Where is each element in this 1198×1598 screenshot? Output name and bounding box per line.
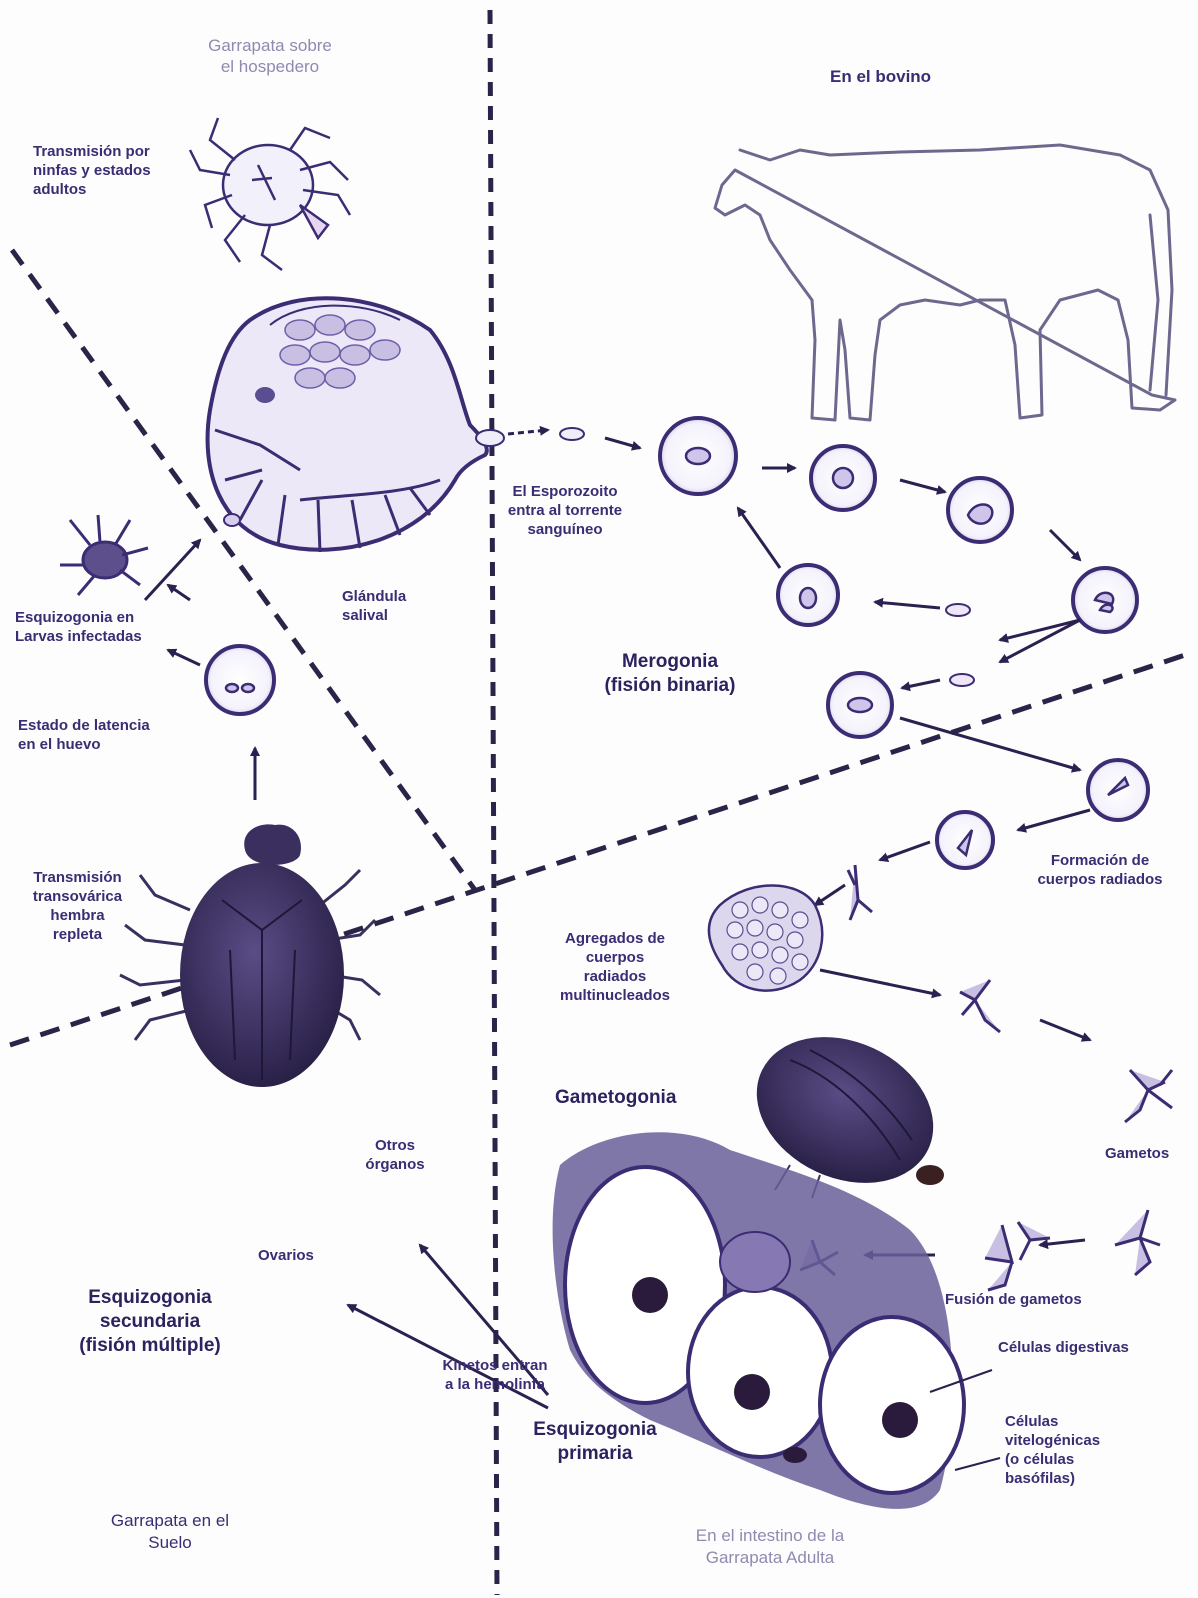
stage-merogony: Merogonia (fisión binaria) (575, 650, 765, 698)
label-sporozoite-line2: entra al torrente (500, 501, 630, 520)
label-latency-egg-line1: Estado de latencia (18, 716, 150, 735)
label-vitellogenic-cells: Células vitelogénicas (o células basófil… (1005, 1412, 1100, 1488)
label-other-organs-line2: órganos (345, 1155, 445, 1174)
stage-merogony-line2: (fisión binaria) (575, 674, 765, 698)
label-salivary-gland: Glándula salival (342, 587, 406, 625)
stage-merogony-line1: Merogonia (575, 650, 765, 674)
stage-primary-schizogony-line1: Esquizogonia (520, 1418, 670, 1442)
label-schizogony-larvae-line1: Esquizogonia en (15, 608, 142, 627)
label-transovarian-line2: transovárica (20, 887, 135, 906)
region-label-intestine-line2: Garrapata Adulta (650, 1547, 890, 1569)
label-aggregates-line2: cuerpos (540, 948, 690, 967)
region-label-tick-on-ground: Garrapata en el Suelo (75, 1510, 265, 1554)
label-aggregates-line4: multinucleados (540, 986, 690, 1005)
label-schizogony-larvae: Esquizogonia en Larvas infectadas (15, 608, 142, 646)
region-label-tick-on-host: Garrapata sobre el hospedero (170, 35, 370, 77)
label-vitellogenic-cells-line1: Células (1005, 1412, 1100, 1431)
label-schizogony-larvae-line2: Larvas infectadas (15, 627, 142, 646)
region-label-tick-on-ground-line1: Garrapata en el (75, 1510, 265, 1532)
stage-secondary-schizogony-line2: secundaria (55, 1310, 245, 1334)
label-radiate-bodies-line2: cuerpos radiados (1010, 870, 1190, 889)
label-transmission-nymphs-line1: Transmisión por (33, 142, 151, 161)
multinucleated-aggregate (709, 885, 822, 990)
label-sporozoite: El Esporozoito entra al torrente sanguín… (500, 482, 630, 539)
label-latency-egg-line2: en el huevo (18, 735, 150, 754)
stage-secondary-schizogony-line3: (fisión múltiple) (55, 1334, 245, 1358)
label-transovarian: Transmisión transovárica hembra repleta (20, 868, 135, 944)
label-digestive-cells: Células digestivas (998, 1338, 1129, 1357)
larva-tick-drawing (60, 515, 148, 595)
label-kinetes-line2: a la hemolinfa (415, 1375, 575, 1394)
label-aggregates-line3: radiados (540, 967, 690, 986)
engorged-female-tick (120, 824, 380, 1087)
label-sporozoite-line1: El Esporozoito (500, 482, 630, 501)
region-label-intestine-line1: En el intestino de la (650, 1525, 890, 1547)
label-vitellogenic-cells-line4: basófilas) (1005, 1469, 1100, 1488)
sporozoite-path (476, 428, 640, 448)
nymph-tick-drawing (190, 118, 350, 270)
label-transmission-nymphs-line3: adultos (33, 180, 151, 199)
label-other-organs: Otros órganos (345, 1136, 445, 1174)
label-transmission-nymphs-line2: ninfas y estados (33, 161, 151, 180)
stage-primary-schizogony: Esquizogonia primaria (520, 1418, 670, 1466)
label-ovaries: Ovarios (258, 1246, 314, 1265)
region-label-intestine: En el intestino de la Garrapata Adulta (650, 1525, 890, 1569)
label-kinetes: Kinetos entran a la hemolinfa (415, 1356, 575, 1394)
label-kinetes-line1: Kinetos entran (415, 1356, 575, 1375)
label-transovarian-line1: Transmisión (20, 868, 135, 887)
region-label-tick-on-ground-line2: Suelo (75, 1532, 265, 1554)
label-radiate-bodies: Formación de cuerpos radiados (1010, 851, 1190, 889)
label-gametes: Gametos (1105, 1144, 1169, 1163)
label-latency-egg: Estado de latencia en el huevo (18, 716, 150, 754)
region-label-tick-on-host-line2: el hospedero (170, 56, 370, 77)
label-vitellogenic-cells-line2: vitelogénicas (1005, 1431, 1100, 1450)
cow-outline (715, 145, 1175, 420)
label-radiate-bodies-line1: Formación de (1010, 851, 1190, 870)
label-other-organs-line1: Otros (345, 1136, 445, 1155)
label-aggregates-line1: Agregados de (540, 929, 690, 948)
label-transovarian-line3: hembra (20, 906, 135, 925)
stage-primary-schizogony-line2: primaria (520, 1442, 670, 1466)
label-transmission-nymphs: Transmisión por ninfas y estados adultos (33, 142, 151, 199)
stage-gametogony: Gametogonia (555, 1086, 676, 1110)
label-vitellogenic-cells-line3: (o células (1005, 1450, 1100, 1469)
stage-secondary-schizogony: Esquizogonia secundaria (fisión múltiple… (55, 1286, 245, 1358)
salivary-gland-drawing (208, 298, 487, 552)
region-label-tick-on-host-line1: Garrapata sobre (170, 35, 370, 56)
free-merozoites (946, 604, 974, 686)
stage-secondary-schizogony-line1: Esquizogonia (55, 1286, 245, 1310)
label-sporozoite-line3: sanguíneo (500, 520, 630, 539)
region-label-in-bovine: En el bovino (830, 67, 931, 86)
label-salivary-gland-line2: salival (342, 606, 406, 625)
label-gamete-fusion: Fusión de gametos (945, 1290, 1082, 1309)
label-salivary-gland-line1: Glándula (342, 587, 406, 606)
label-transovarian-line4: repleta (20, 925, 135, 944)
label-aggregates: Agregados de cuerpos radiados multinucle… (540, 929, 690, 1005)
